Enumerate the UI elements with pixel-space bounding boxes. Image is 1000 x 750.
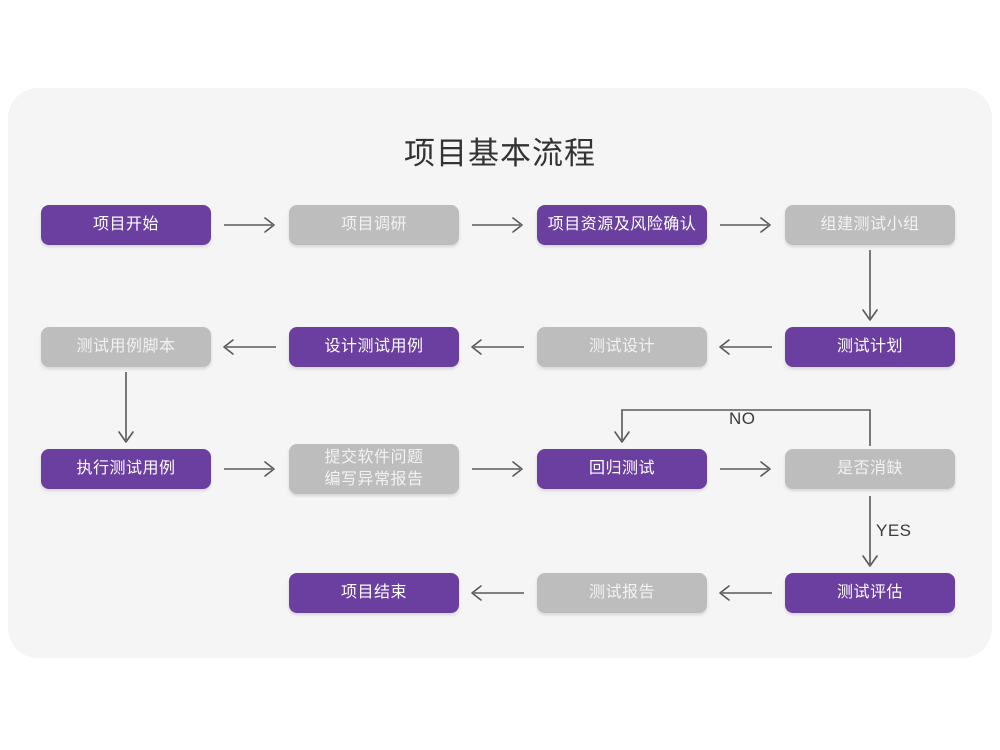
node-execute-test-case[interactable]: 执行测试用例 (41, 449, 211, 489)
node-submit-issue-report[interactable]: 提交软件问题 编写异常报告 (289, 444, 459, 494)
node-design-test-case[interactable]: 设计测试用例 (289, 327, 459, 367)
flowchart-card (8, 88, 992, 658)
node-test-plan[interactable]: 测试计划 (785, 327, 955, 367)
node-project-start[interactable]: 项目开始 (41, 205, 211, 245)
node-test-design[interactable]: 测试设计 (537, 327, 707, 367)
node-test-report[interactable]: 测试报告 (537, 573, 707, 613)
node-defect-cleared[interactable]: 是否消缺 (785, 449, 955, 489)
node-project-research[interactable]: 项目调研 (289, 205, 459, 245)
node-form-test-team[interactable]: 组建测试小组 (785, 205, 955, 245)
node-project-end[interactable]: 项目结束 (289, 573, 459, 613)
branch-label-yes: YES (876, 521, 912, 540)
branch-label-no: NO (729, 409, 756, 428)
page-title: 项目基本流程 (404, 136, 596, 171)
node-test-evaluation[interactable]: 测试评估 (785, 573, 955, 613)
node-regression-test[interactable]: 回归测试 (537, 449, 707, 489)
node-test-case-script[interactable]: 测试用例脚本 (41, 327, 211, 367)
node-resource-risk-confirm[interactable]: 项目资源及风险确认 (537, 205, 707, 245)
